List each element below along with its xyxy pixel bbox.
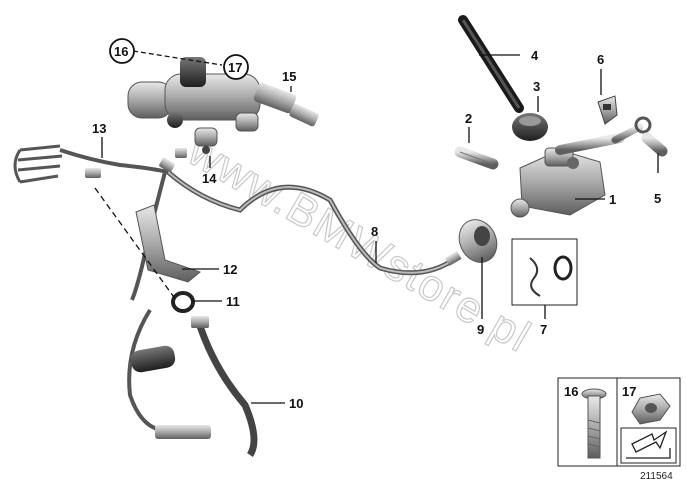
stud-bolt-icon xyxy=(581,388,607,459)
part-11-ring xyxy=(171,291,195,313)
part-1-master-cylinder xyxy=(510,133,625,218)
image-code: 211564 xyxy=(640,471,673,482)
part-4-rod xyxy=(458,15,524,113)
part-9-grommet xyxy=(458,219,498,263)
callout-16: 16 xyxy=(109,38,135,64)
part-15-slave-cylinder xyxy=(127,57,319,128)
leader-lines xyxy=(94,50,659,404)
label-part-11: 11 xyxy=(226,294,240,309)
callout-17: 17 xyxy=(223,54,249,80)
label-part-14: 14 xyxy=(202,171,217,186)
hex-nut-icon xyxy=(631,393,671,425)
part-14-bleed-screw xyxy=(194,112,259,154)
label-part-9: 9 xyxy=(477,322,484,337)
label-part-12: 12 xyxy=(223,262,237,277)
label-part-5: 5 xyxy=(654,191,661,206)
label-part-8: 8 xyxy=(371,224,378,239)
label-part-6: 6 xyxy=(597,52,604,67)
part-10-hose xyxy=(127,308,258,457)
callout-16-label: 16 xyxy=(114,44,128,59)
arrow-icon xyxy=(620,427,677,464)
label-part-15: 15 xyxy=(282,69,296,84)
part-3-boot xyxy=(512,113,548,141)
fittings xyxy=(159,148,187,173)
label-part-7: 7 xyxy=(540,322,547,337)
label-part-1: 1 xyxy=(609,192,616,207)
part-5-bolt xyxy=(641,132,668,157)
part-12-bracket xyxy=(135,204,202,283)
label-part-3: 3 xyxy=(533,79,540,94)
pushrod-eye xyxy=(611,116,652,144)
part-labels: 4 3 2 6 5 1 8 9 7 10 11 12 13 14 15 xyxy=(92,48,661,411)
callout-17-label: 17 xyxy=(228,60,242,75)
label-part-4: 4 xyxy=(531,48,539,63)
label-part-13: 13 xyxy=(92,121,106,136)
part-7-seal-kit xyxy=(511,238,578,306)
legend-box: 16 17 xyxy=(557,377,681,467)
legend-label-16: 16 xyxy=(564,384,578,399)
part-6-clip xyxy=(597,95,618,125)
legend-label-17: 17 xyxy=(622,384,636,399)
label-part-10: 10 xyxy=(289,396,303,411)
part-8-pipe xyxy=(166,170,462,276)
part-2-pin xyxy=(454,146,499,170)
label-part-2: 2 xyxy=(465,111,472,126)
